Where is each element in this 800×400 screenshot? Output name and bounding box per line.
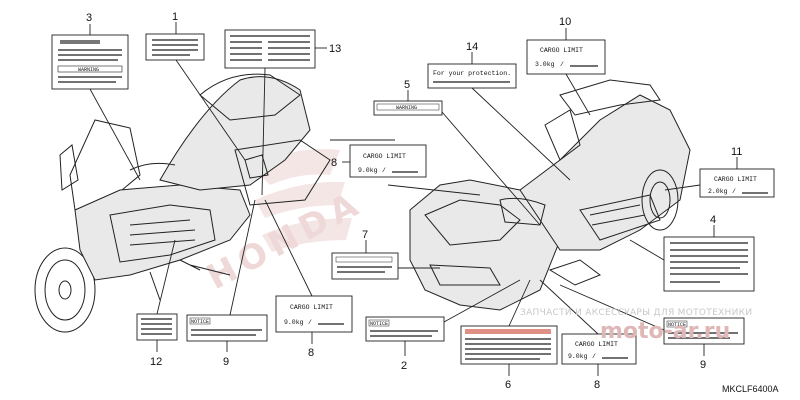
callout-2: 2 — [401, 360, 407, 372]
warning-text-5: WARNING — [396, 105, 417, 111]
cargo-limit-text-8b: CARGO LIMIT — [290, 304, 333, 311]
cargo-limit-text-8c: CARGO LIMIT — [575, 341, 618, 348]
callout-9-left: 9 — [223, 356, 229, 368]
label-11-cargo-limit: CARGO LIMIT 2.0kg / — [699, 168, 775, 198]
callout-1: 1 — [172, 11, 178, 23]
watermark-logo: moto-ar.ru — [600, 319, 730, 344]
cargo-slash: / — [560, 61, 564, 68]
label-9-notice-left: NOTICE — [186, 314, 268, 342]
callout-8-bottom-right: 8 — [594, 379, 600, 391]
label-8-cargo-limit-bottom-left: CARGO LIMIT 9.0kg / — [275, 295, 353, 333]
motorcycle-left — [34, 73, 331, 333]
callout-10: 10 — [559, 16, 571, 28]
cargo-limit-text-8a: CARGO LIMIT — [363, 153, 406, 160]
cargo-slash-11: / — [732, 188, 736, 195]
cargo-slash-8c: / — [592, 353, 596, 360]
notice-text-right: NOTICE — [668, 322, 686, 328]
callout-8-center: 8 — [331, 157, 337, 169]
label-13-table — [224, 29, 316, 69]
cargo-value-text: 3.0kg — [535, 61, 555, 68]
label-8-cargo-limit-bottom-right: CARGO LIMIT 9.0kg / — [561, 333, 637, 365]
callout-4: 4 — [710, 214, 716, 226]
label-14-protection: For your protection. — [427, 63, 517, 89]
cargo-value-8a: 9.0kg — [358, 167, 378, 174]
motorcycle-right — [409, 79, 691, 311]
warning-text: WARNING — [78, 67, 99, 73]
label-7-warning — [331, 252, 399, 280]
cargo-value-11: 2.0kg — [708, 188, 728, 195]
callout-14: 14 — [466, 41, 478, 53]
label-8-cargo-limit-center: CARGO LIMIT 9.0kg / — [349, 144, 427, 178]
callout-6: 6 — [505, 379, 511, 391]
callout-5: 5 — [404, 79, 410, 91]
label-10-cargo-limit: CARGO LIMIT 3.0kg / — [526, 39, 606, 75]
callout-11: 11 — [731, 146, 742, 158]
label-3-warning: WARNING — [51, 34, 129, 90]
cargo-slash-8b: / — [308, 319, 312, 326]
callout-7: 7 — [362, 229, 368, 241]
callout-8-bottom-left: 8 — [308, 347, 314, 359]
label-6-table — [460, 325, 558, 365]
diagram-code: MKCLF6400A — [722, 384, 779, 394]
callout-13: 13 — [329, 43, 341, 55]
notice-text-2: NOTICE — [370, 321, 388, 327]
cargo-value-8c: 9.0kg — [568, 353, 588, 360]
notice-text-left: NOTICE — [191, 319, 209, 325]
callout-numbers: 3 1 13 14 10 5 8 11 7 4 12 9 8 2 6 8 9 — [86, 11, 742, 391]
label-12 — [136, 313, 178, 341]
cargo-value-8b: 9.0kg — [284, 319, 304, 326]
label-9-notice-right: NOTICE — [663, 317, 745, 345]
callout-12: 12 — [150, 356, 162, 368]
cargo-slash-8a: / — [382, 167, 386, 174]
cargo-limit-text-11: CARGO LIMIT — [714, 176, 757, 183]
label-1 — [145, 33, 205, 61]
protection-text: For your protection. — [433, 70, 511, 77]
watermark-text: ЗАПЧАСТИ И АКСЕССУАРЫ ДЛЯ МОТОТЕХНИКИ — [520, 308, 752, 318]
callout-9-right: 9 — [700, 359, 706, 371]
leader-lines — [89, 22, 738, 376]
label-5-warning: WARNING — [373, 100, 443, 116]
cargo-limit-text: CARGO LIMIT — [540, 47, 583, 54]
callout-3: 3 — [86, 12, 92, 24]
label-4 — [663, 236, 755, 292]
label-2-notice: NOTICE — [365, 316, 445, 342]
